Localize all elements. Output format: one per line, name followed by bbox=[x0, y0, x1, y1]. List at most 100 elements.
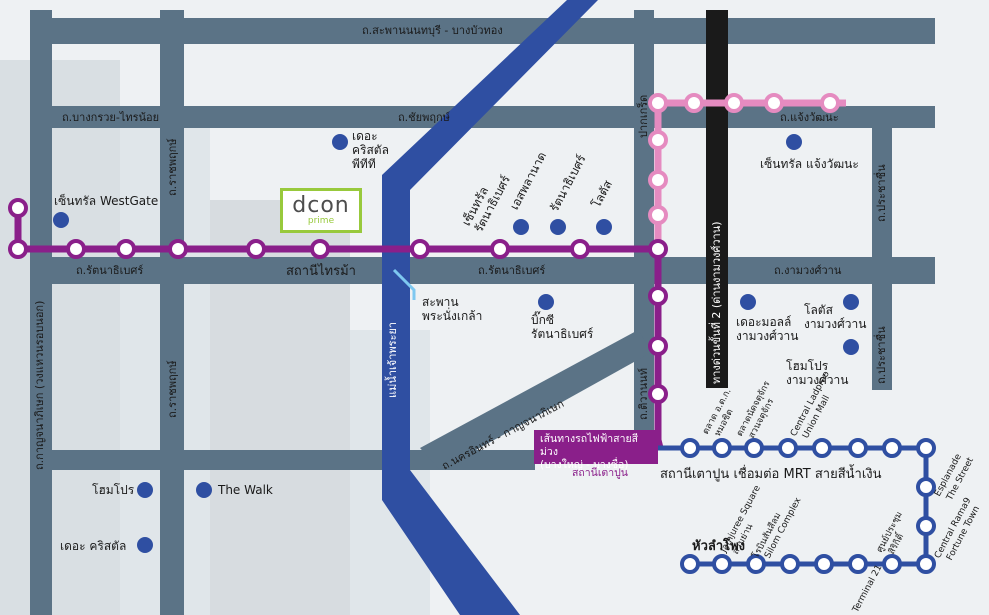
label-road-ratchaphruek-bottom: ถ.ราชพฤกษ์ bbox=[166, 360, 179, 418]
label-bridge: สะพาน พระนั่งเกล้า bbox=[422, 295, 483, 324]
blue-line-station bbox=[746, 554, 766, 574]
label-bridge-line2: พระนั่งเกล้า bbox=[422, 308, 483, 323]
purple-line-station bbox=[648, 336, 668, 356]
label-station-sai-ma: สถานีไทรม้า bbox=[286, 264, 356, 279]
purple-line-station bbox=[116, 239, 136, 259]
label-road-rattanathibet-right: ถ.รัตนาธิเบศร์ bbox=[478, 264, 546, 277]
poi-dot-esplanade bbox=[550, 219, 566, 235]
blue-line-station bbox=[882, 438, 902, 458]
pink-line-station bbox=[764, 93, 784, 113]
blue-line-station bbox=[680, 438, 700, 458]
poi-dot-central-westgate bbox=[53, 212, 69, 228]
poi-dot-the-mall bbox=[740, 294, 756, 310]
label-road-rattanathibet-left: ถ.รัตนาธิเบศร์ bbox=[76, 264, 144, 277]
purple-line-station bbox=[168, 239, 188, 259]
background-building bbox=[0, 60, 120, 615]
poi-lotus-ngamwongwan-line1: โลตัส bbox=[804, 303, 833, 317]
purple-line-station bbox=[490, 239, 510, 259]
logo-main-text: dcon bbox=[292, 193, 350, 218]
poi-dot-bigc bbox=[538, 294, 554, 310]
blue-line-station bbox=[744, 438, 764, 458]
purple-line-legend: เส้นทางรถไฟฟ้าสายสีม่วง (บางใหญ่ - บางซื… bbox=[534, 430, 658, 471]
purple-legend-line2: (บางใหญ่ - บางซื่อ) bbox=[540, 459, 629, 472]
purple-line-station bbox=[648, 286, 668, 306]
poi-homepro-ngamwongwan: โฮมโปร งามวงศ์วาน bbox=[786, 359, 849, 388]
purple-line-station bbox=[410, 239, 430, 259]
pink-line-station bbox=[724, 93, 744, 113]
poi-central-chaengwattana: เซ็นทรัล แจ้งวัฒนะ bbox=[760, 157, 859, 171]
label-bridge-line1: สะพาน bbox=[422, 295, 459, 309]
poi-bigc-line1: บิ๊กซี bbox=[531, 313, 555, 327]
poi-the-mall-line1: เดอะมอลล์ bbox=[736, 315, 792, 329]
poi-the-mall: เดอะมอลล์ งามวงศ์วาน bbox=[736, 315, 798, 344]
poi-lotus-ngamwongwan: โลตัส งามวงศ์วาน bbox=[804, 303, 867, 332]
label-road-sapanon: ถ.สะพานนนทบุรี - บางบัวทอง bbox=[362, 24, 503, 37]
purple-line-station bbox=[648, 384, 668, 404]
label-hua-lamphong: หัวลำโพง bbox=[692, 539, 746, 554]
blue-line-station bbox=[848, 554, 868, 574]
purple-line-station bbox=[8, 239, 28, 259]
blue-line-station bbox=[780, 554, 800, 574]
blue-line-station bbox=[812, 438, 832, 458]
blue-line-station bbox=[712, 554, 732, 574]
blue-line-station bbox=[848, 438, 868, 458]
purple-line-station bbox=[310, 239, 330, 259]
label-expressway: ทางด่วนขั้นที่ 2 (ด่านงามวงศ์วาน) bbox=[710, 221, 723, 384]
poi-the-crystal: เดอะ คริสตัล bbox=[60, 539, 127, 553]
dcon-prime-logo: dcon prime bbox=[280, 188, 362, 233]
poi-homepro-ngamwongwan-line1: โฮมโปร bbox=[786, 359, 829, 373]
pink-line-station bbox=[648, 93, 668, 113]
label-road-kanchanaphisek: ถ.กาญจนาภิเษก (วงแหวนรอบนอก) bbox=[33, 300, 46, 470]
label-road-pak-kret: ปากเกร็ด bbox=[637, 94, 650, 138]
poi-the-walk: The Walk bbox=[218, 483, 273, 497]
poi-bigc-line2: รัตนาธิเบศร์ bbox=[531, 326, 594, 341]
label-road-chaiyaphruek: ถ.ชัยพฤกษ์ bbox=[398, 111, 450, 124]
label-road-ngamwongwan: ถ.งามวงศ์วาน bbox=[774, 264, 842, 277]
purple-line-station bbox=[246, 239, 266, 259]
logo-sub-text: prime bbox=[307, 216, 335, 226]
label-road-prachachuen-top: ถ.ประชาชื่น bbox=[875, 164, 888, 222]
blue-line-station bbox=[916, 516, 936, 536]
poi-dot-central-rattanathibet bbox=[513, 219, 529, 235]
blue-line-station bbox=[916, 438, 936, 458]
purple-legend-line1: เส้นทางรถไฟฟ้าสายสีม่วง bbox=[540, 433, 639, 459]
poi-dot-lotus-ngamwongwan bbox=[843, 294, 859, 310]
poi-dot-lotus bbox=[596, 219, 612, 235]
blue-line-station bbox=[882, 554, 902, 574]
label-road-bangkruai: ถ.บางกรวย-ไทรน้อย bbox=[62, 111, 160, 124]
label-road-ratchaphruek-top: ถ.ราชพฤกษ์ bbox=[166, 138, 179, 196]
road-ratchaphruek-left bbox=[160, 10, 184, 615]
poi-dot-central-chaengwattana bbox=[786, 134, 802, 150]
pink-line-station bbox=[648, 170, 668, 190]
pink-line-track bbox=[654, 99, 846, 248]
road-prachachuen bbox=[872, 110, 892, 390]
poi-dot-homepro-ngamwongwan bbox=[843, 339, 859, 355]
pink-line-station bbox=[648, 130, 668, 150]
poi-dot-the-walk bbox=[196, 482, 212, 498]
label-road-prachachuen-bottom: ถ.ประชาชื่น bbox=[875, 326, 888, 384]
label-tao-poon-connect: สถานีเตาปูน เชื่อมต่อ MRT สายสีน้ำเงิน bbox=[660, 467, 882, 482]
poi-crystal-ptt-line2: คริสตัล bbox=[352, 142, 389, 157]
purple-line-station bbox=[66, 239, 86, 259]
poi-dot-the-crystal bbox=[137, 537, 153, 553]
blue-line-station bbox=[814, 554, 834, 574]
poi-homepro-ngamwongwan-line2: งามวงศ์วาน bbox=[786, 372, 849, 387]
purple-line-station bbox=[570, 239, 590, 259]
pink-line-station bbox=[648, 205, 668, 225]
label-road-tiwanon: ถ.ติวานนท์ bbox=[637, 368, 650, 420]
poi-homepro: โฮมโปร bbox=[92, 483, 135, 497]
poi-crystal-ptt-line1: เดอะ bbox=[352, 129, 378, 143]
purple-line-station bbox=[648, 239, 668, 259]
blue-line-station bbox=[916, 554, 936, 574]
poi-lotus-ngamwongwan-line2: งามวงศ์วาน bbox=[804, 316, 867, 331]
label-river: แม่น้ำเจ้าพระยา bbox=[386, 321, 399, 398]
poi-central-westgate: เซ็นทรัล WestGate bbox=[54, 194, 159, 208]
label-road-chaengwattana: ถ.แจ้งวัฒนะ bbox=[780, 111, 839, 124]
purple-line-station bbox=[8, 198, 28, 218]
blue-line-station bbox=[778, 438, 798, 458]
poi-dot-homepro bbox=[137, 482, 153, 498]
